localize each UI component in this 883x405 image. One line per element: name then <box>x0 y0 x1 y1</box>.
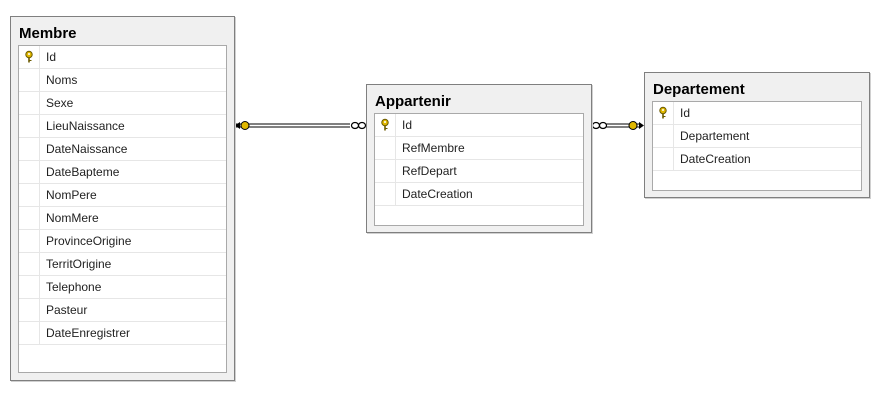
column-row[interactable]: NomMere <box>19 207 226 230</box>
column-name: RefMembre <box>402 141 465 155</box>
column-row[interactable]: Sexe <box>19 92 226 115</box>
row-selector <box>653 125 674 147</box>
one-end-key-icon <box>628 121 644 130</box>
column-row[interactable]: Telephone <box>19 276 226 299</box>
table-title: Appartenir <box>375 93 451 110</box>
column-name: Sexe <box>46 96 74 110</box>
column-name: Id <box>46 50 57 64</box>
column-row[interactable]: DateBapteme <box>19 161 226 184</box>
column-row[interactable]: ProvinceOrigine <box>19 230 226 253</box>
primary-key-column-row[interactable]: Id <box>653 102 861 125</box>
row-selector <box>19 276 40 298</box>
row-selector <box>19 69 40 91</box>
column-row[interactable]: Departement <box>653 125 861 148</box>
row-selector <box>19 92 40 114</box>
relationship-membre-appartenir[interactable] <box>235 121 367 130</box>
primary-key-icon <box>659 106 667 119</box>
row-selector <box>19 230 40 252</box>
column-row[interactable]: DateEnregistrer <box>19 322 226 345</box>
column-name: DateCreation <box>680 152 751 166</box>
column-row[interactable]: LieuNaissance <box>19 115 226 138</box>
column-name: Noms <box>46 73 78 87</box>
column-name: DateCreation <box>402 187 473 201</box>
primary-key-icon <box>25 50 33 63</box>
row-selector <box>19 115 40 137</box>
column-row[interactable]: RefMembre <box>375 137 583 160</box>
column-name: DateBapteme <box>46 165 120 179</box>
column-name: DateEnregistrer <box>46 326 131 340</box>
column-name: NomPere <box>46 188 97 202</box>
row-selector <box>19 46 40 68</box>
primary-key-icon <box>381 118 389 131</box>
primary-key-column-row[interactable]: Id <box>19 46 226 69</box>
row-selector <box>19 253 40 275</box>
column-name: TerritOrigine <box>46 257 112 271</box>
column-row[interactable]: Noms <box>19 69 226 92</box>
row-selector <box>375 183 396 205</box>
column-row[interactable]: DateCreation <box>653 148 861 171</box>
row-selector <box>653 102 674 124</box>
column-name: RefDepart <box>402 164 457 178</box>
column-name: Id <box>680 106 691 120</box>
row-selector <box>653 148 674 170</box>
one-end-key-icon <box>235 121 250 130</box>
column-name: Id <box>402 118 413 132</box>
column-row[interactable]: DateNaissance <box>19 138 226 161</box>
column-name: DateNaissance <box>46 142 128 156</box>
column-name: LieuNaissance <box>46 119 125 133</box>
row-selector <box>19 207 40 229</box>
row-selector <box>19 322 40 344</box>
column-name: NomMere <box>46 211 99 225</box>
column-row[interactable]: Pasteur <box>19 299 226 322</box>
many-end-infinity-icon <box>591 121 608 130</box>
column-name: Telephone <box>46 280 102 294</box>
table-title: Membre <box>19 25 77 42</box>
row-selector <box>375 160 396 182</box>
row-selector <box>375 114 396 136</box>
column-row[interactable]: NomPere <box>19 184 226 207</box>
column-name: Pasteur <box>46 303 88 317</box>
column-row[interactable]: DateCreation <box>375 183 583 206</box>
many-end-infinity-icon <box>350 121 367 130</box>
row-selector <box>19 184 40 206</box>
row-selector <box>19 138 40 160</box>
row-selector <box>375 137 396 159</box>
column-row[interactable]: RefDepart <box>375 160 583 183</box>
table-title: Departement <box>653 81 745 98</box>
relationship-departement-appartenir[interactable] <box>591 121 645 130</box>
primary-key-column-row[interactable]: Id <box>375 114 583 137</box>
column-name: Departement <box>680 129 750 143</box>
column-name: ProvinceOrigine <box>46 234 132 248</box>
row-selector <box>19 161 40 183</box>
column-row[interactable]: TerritOrigine <box>19 253 226 276</box>
row-selector <box>19 299 40 321</box>
